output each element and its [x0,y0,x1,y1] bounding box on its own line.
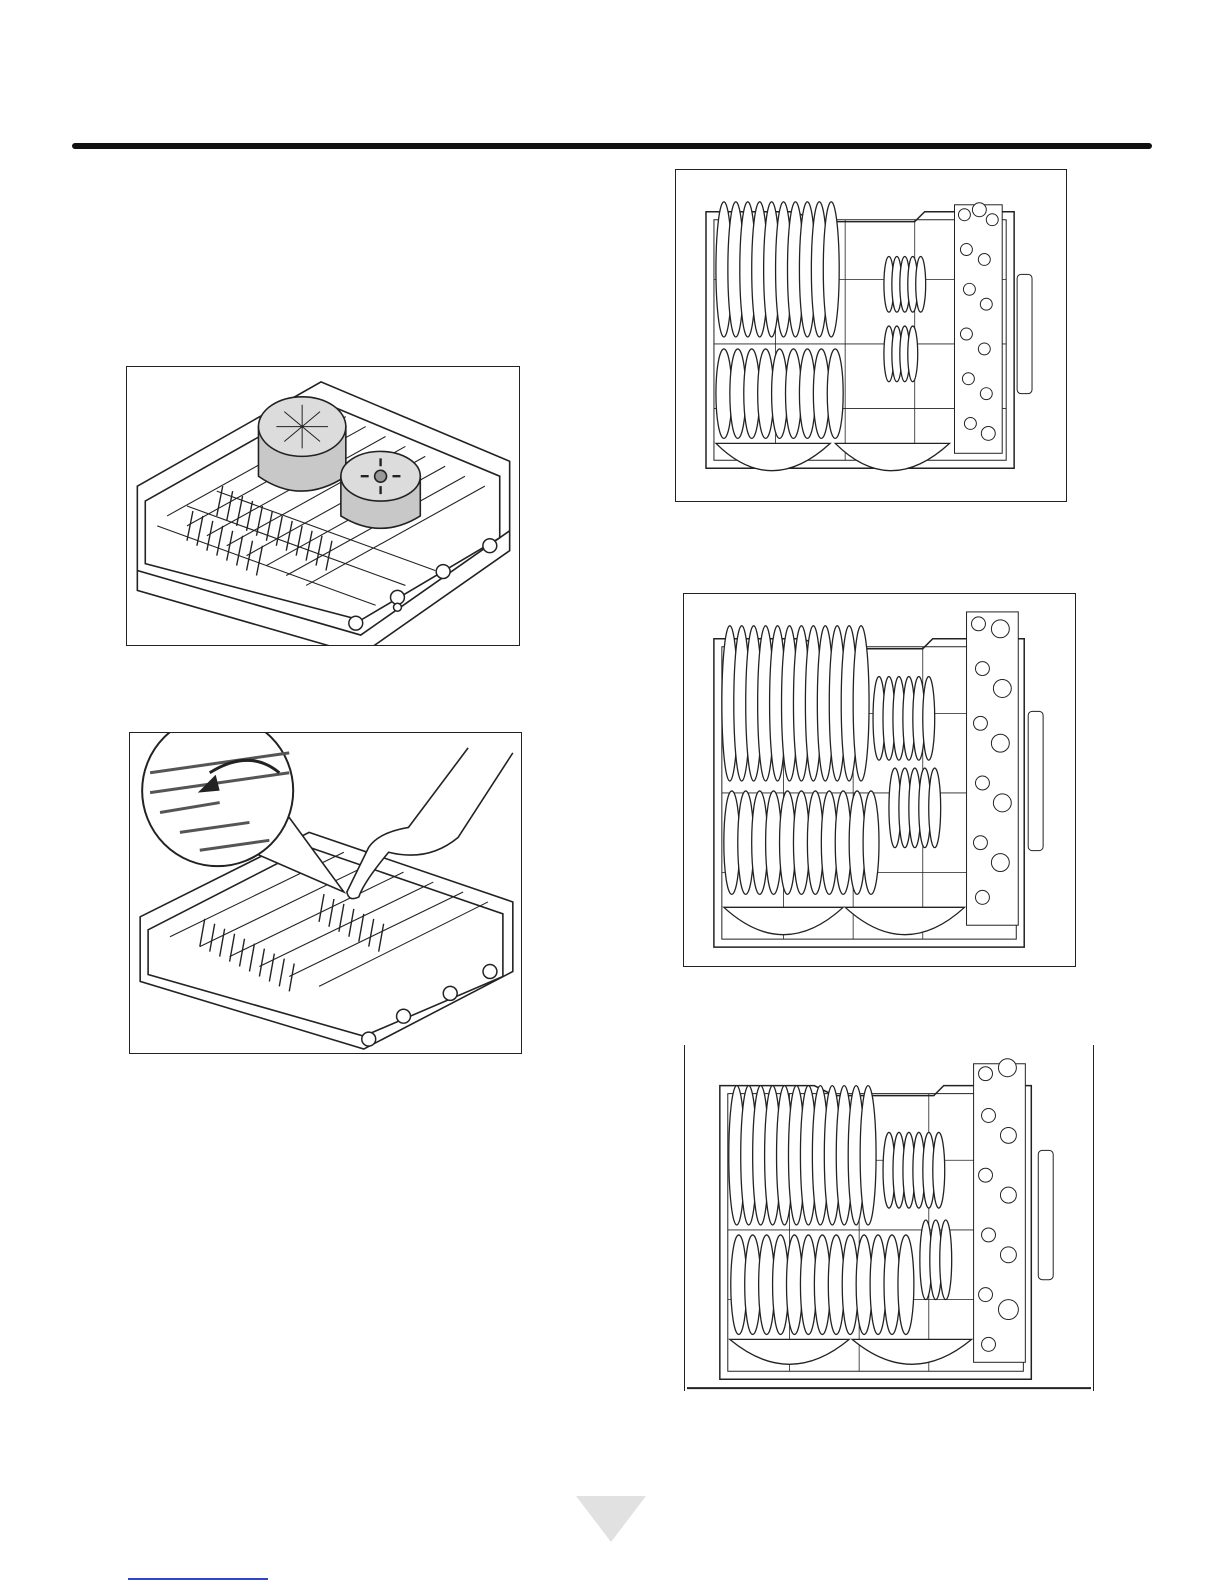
triangle-down-icon[interactable] [576,1496,646,1542]
footer-link-underline [128,1578,268,1580]
figure-loading-pattern-2 [683,593,1076,967]
figure-fold-tines [129,732,522,1054]
rack-loading-diagram [676,170,1066,501]
rack-with-pots-illustration [127,367,519,645]
figure-loading-pattern-3 [684,1045,1094,1391]
pot-large [258,397,345,491]
header-rule [72,143,1152,149]
hand-folding-tines-illustration [130,733,521,1053]
rack-loading-diagram [684,594,1075,966]
figure-rack-with-pots [126,366,520,646]
rack-loading-diagram [685,1045,1093,1391]
pot-small [341,451,420,528]
figure-loading-pattern-1 [675,169,1067,502]
